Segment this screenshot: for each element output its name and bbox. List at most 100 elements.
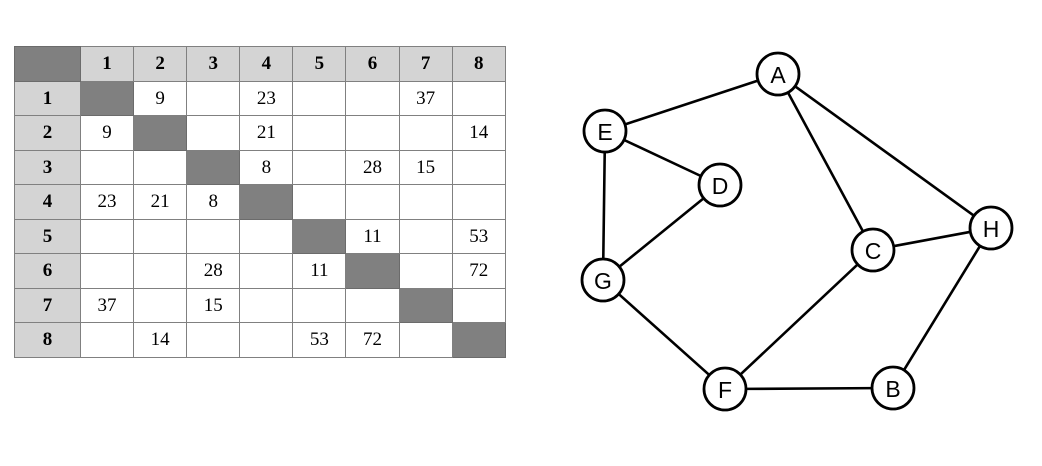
matrix-corner-cell — [14, 46, 81, 82]
matrix-cell-8-2: 14 — [133, 322, 188, 358]
matrix-row-header-5: 5 — [14, 218, 81, 254]
matrix-cell-1-8 — [451, 80, 506, 116]
matrix-head: 1 2 3 4 5 6 7 8 — [14, 46, 506, 82]
matrix-cell-4-1: 23 — [79, 184, 135, 220]
graph-edge-F-B — [743, 386, 875, 391]
matrix-cell-8-1 — [79, 322, 135, 358]
matrix-cell-6-3: 28 — [186, 253, 241, 289]
graph-node-label-G: G — [594, 268, 612, 294]
matrix-cell-4-5 — [292, 184, 347, 220]
graph-node-circle-A[interactable] — [755, 51, 801, 97]
matrix-cell-6-4 — [239, 253, 294, 289]
matrix-diagonal-cell-7 — [398, 287, 453, 323]
matrix-cell-4-3: 8 — [186, 184, 241, 220]
graph-node-circle-G[interactable] — [580, 257, 626, 303]
matrix-cell-4-6 — [345, 184, 400, 220]
graph-node-circle-B[interactable] — [870, 365, 916, 411]
graph-edge-layer — [601, 78, 982, 391]
matrix-row-header-2: 2 — [14, 115, 81, 151]
matrix-cell-5-8: 53 — [451, 218, 506, 254]
graph-node-E[interactable]: E — [582, 108, 628, 154]
graph-edge-E-D — [621, 138, 704, 178]
graph-node-D[interactable]: D — [697, 162, 743, 208]
matrix-cell-7-4 — [239, 287, 294, 323]
matrix-cell-2-6 — [345, 115, 400, 151]
graph-edge-B-H — [902, 243, 982, 373]
matrix-cell-6-8: 72 — [451, 253, 506, 289]
matrix-row-header-7: 7 — [14, 287, 81, 323]
matrix-cell-2-7 — [398, 115, 453, 151]
matrix-cell-2-1: 9 — [79, 115, 135, 151]
matrix-cell-6-7 — [398, 253, 453, 289]
matrix-cell-5-1 — [79, 218, 135, 254]
matrix-diagonal-cell-1 — [79, 80, 135, 116]
matrix-cell-7-8 — [451, 287, 506, 323]
graph-edge-C-H — [891, 230, 973, 248]
graph-edge-F-C — [738, 262, 860, 377]
graph-node-A[interactable]: A — [755, 51, 801, 97]
matrix-diagonal-cell-5 — [292, 218, 347, 254]
matrix-row-header-8: 8 — [14, 322, 81, 358]
matrix-cell-8-7 — [398, 322, 453, 358]
matrix-row: 5 11 53 — [14, 218, 506, 254]
matrix-cell-6-1 — [79, 253, 135, 289]
matrix-cell-5-6: 11 — [345, 218, 400, 254]
matrix-cell-5-3 — [186, 218, 241, 254]
matrix-cell-2-4: 21 — [239, 115, 294, 151]
matrix-col-header-6: 6 — [345, 46, 400, 82]
matrix-cell-3-2 — [133, 149, 188, 185]
graph-edge-A-H — [792, 84, 977, 218]
matrix-cell-4-8 — [451, 184, 506, 220]
matrix-col-header-8: 8 — [451, 46, 506, 82]
matrix-cell-3-6: 28 — [345, 149, 400, 185]
matrix-cell-5-7 — [398, 218, 453, 254]
graph-node-label-B: B — [885, 376, 900, 402]
matrix-cell-8-3 — [186, 322, 241, 358]
matrix-cell-7-1: 37 — [79, 287, 135, 323]
matrix-cell-5-4 — [239, 218, 294, 254]
matrix-diagonal-cell-6 — [345, 253, 400, 289]
graph-node-B[interactable]: B — [870, 365, 916, 411]
graph-node-G[interactable]: G — [580, 257, 626, 303]
graph-node-circle-C[interactable] — [850, 227, 896, 273]
matrix-cell-2-8: 14 — [451, 115, 506, 151]
matrix-col-header-2: 2 — [133, 46, 188, 82]
matrix-diagonal-cell-3 — [186, 149, 241, 185]
graph-node-label-A: A — [770, 62, 786, 88]
matrix-cell-8-6: 72 — [345, 322, 400, 358]
matrix-col-header-1: 1 — [79, 46, 135, 82]
graph-node-C[interactable]: C — [850, 227, 896, 273]
matrix-cell-3-5 — [292, 149, 347, 185]
matrix-col-header-4: 4 — [239, 46, 294, 82]
matrix-cell-1-5 — [292, 80, 347, 116]
graph-node-circle-E[interactable] — [582, 108, 628, 154]
matrix-cell-1-2: 9 — [133, 80, 188, 116]
matrix-cell-1-6 — [345, 80, 400, 116]
matrix-col-header-7: 7 — [398, 46, 453, 82]
matrix-diagonal-cell-4 — [239, 184, 294, 220]
graph-node-label-C: C — [865, 238, 882, 264]
graph-node-circle-F[interactable] — [702, 366, 748, 412]
graph-edge-G-F — [616, 292, 712, 377]
graph-node-F[interactable]: F — [702, 366, 748, 412]
matrix-cell-7-3: 15 — [186, 287, 241, 323]
matrix-cell-3-8 — [451, 149, 506, 185]
graph-edge-E-G — [601, 149, 607, 262]
graph-node-H[interactable]: H — [968, 205, 1014, 251]
graph-node-circle-H[interactable] — [968, 205, 1014, 251]
matrix-cell-3-4: 8 — [239, 149, 294, 185]
graph-node-circle-D[interactable] — [697, 162, 743, 208]
matrix-row-header-3: 3 — [14, 149, 81, 185]
graph-diagram: A B C D E F G H — [580, 51, 1014, 412]
matrix-col-header-3: 3 — [186, 46, 241, 82]
matrix-cell-8-4 — [239, 322, 294, 358]
graph-node-label-D: D — [712, 173, 729, 199]
